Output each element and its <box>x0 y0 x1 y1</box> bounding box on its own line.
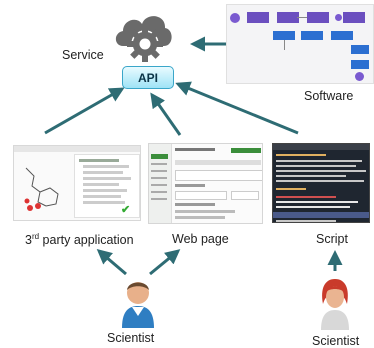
script-label: Script <box>316 232 348 246</box>
scientist-right-label: Scientist <box>312 334 360 348</box>
cloud-gear-icon <box>115 16 172 62</box>
arrow-webpage-to-api <box>150 92 182 136</box>
third-party-label: 3rd party application <box>25 232 134 248</box>
web-page-screenshot <box>148 143 263 224</box>
arrow-script-to-api <box>175 81 299 135</box>
software-label: Software <box>304 89 354 103</box>
female-scientist-icon <box>321 279 349 330</box>
web-page-label: Web page <box>172 232 229 246</box>
software-screenshot <box>226 4 374 84</box>
arrow-scientist-to-thirdparty <box>96 249 127 276</box>
male-scientist-icon <box>122 282 154 328</box>
scientist-left-label: Scientist <box>107 331 155 345</box>
script-screenshot <box>272 143 370 223</box>
api-label: API <box>137 70 158 85</box>
api-box: API <box>122 66 174 89</box>
arrow-thirdparty-to-api <box>44 87 125 135</box>
arrow-scientist-to-webpage <box>149 249 181 276</box>
third-party-app-screenshot: ✔ <box>13 145 141 221</box>
service-label: Service <box>62 48 104 62</box>
